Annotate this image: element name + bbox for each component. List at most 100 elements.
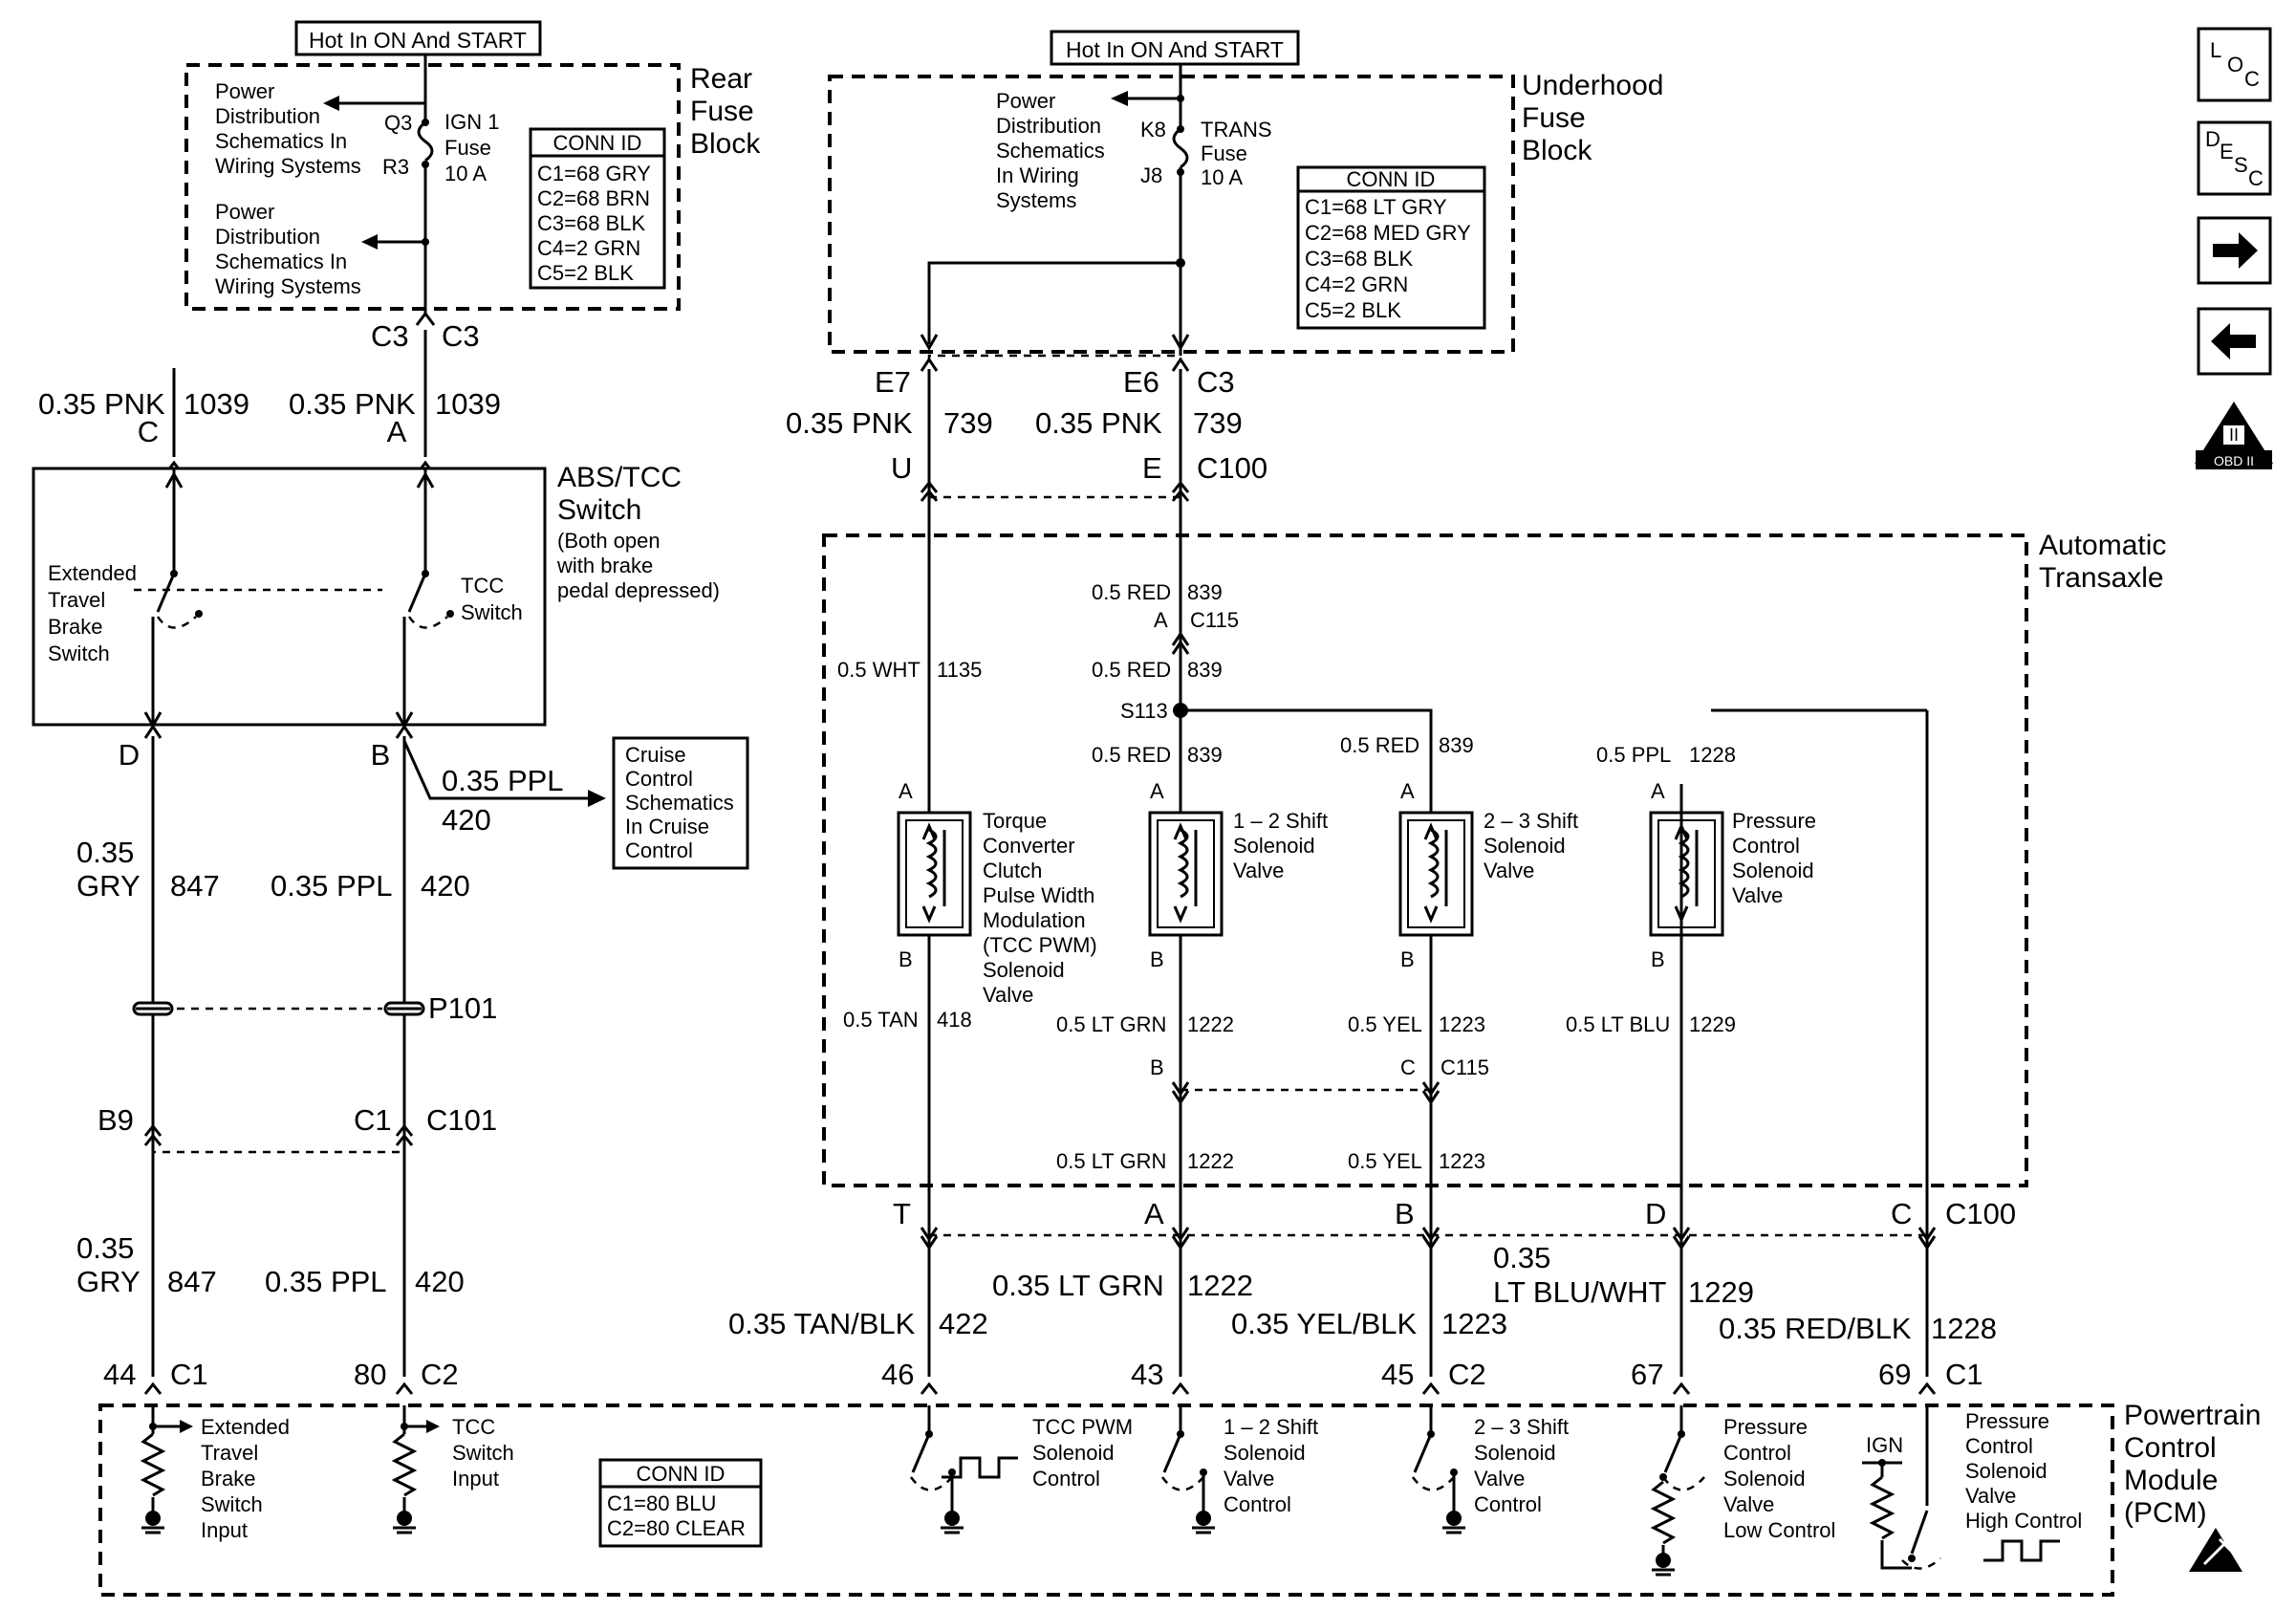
ground-icon (944, 1511, 960, 1526)
svg-text:Pressure: Pressure (1723, 1415, 1808, 1439)
svg-text:OBD II: OBD II (2214, 453, 2254, 468)
svg-text:GRY: GRY (76, 1265, 141, 1298)
underhood-fuse-block-outline (828, 75, 1515, 354)
next-page-button[interactable] (2197, 216, 2272, 285)
svg-text:Power: Power (996, 89, 1055, 113)
svg-text:C3=68 BLK: C3=68 BLK (1305, 247, 1413, 271)
svg-text:839: 839 (1187, 743, 1223, 767)
svg-text:Control: Control (1732, 834, 1800, 858)
svg-text:10 A: 10 A (444, 162, 487, 185)
svg-text:Solenoid: Solenoid (1732, 859, 1814, 882)
svg-text:Solenoid: Solenoid (1723, 1467, 1806, 1490)
svg-text:0.5 RED: 0.5 RED (1340, 733, 1419, 757)
svg-text:C: C (2248, 166, 2264, 190)
svg-text:Schematics: Schematics (996, 139, 1105, 163)
svg-text:Solenoid: Solenoid (983, 958, 1065, 982)
svg-text:C1: C1 (354, 1103, 392, 1137)
svg-text:TRANS: TRANS (1201, 118, 1272, 141)
arrow-right-icon (426, 1420, 440, 1433)
c100-bottom-connector: T A B D C C100 0.35 LT GRN 1222 0.35 LT … (728, 1197, 2016, 1395)
svg-text:46: 46 (881, 1358, 914, 1391)
svg-text:Wiring Systems: Wiring Systems (215, 274, 361, 298)
svg-text:IGN: IGN (1866, 1433, 1903, 1457)
desc-button[interactable]: D E S C (2197, 120, 2272, 196)
svg-text:Schematics: Schematics (625, 791, 734, 815)
svg-text:Valve: Valve (1233, 859, 1284, 882)
svg-text:C3: C3 (442, 319, 480, 353)
svg-text:C5=2 BLK: C5=2 BLK (1305, 298, 1401, 322)
underhood-conn-id-box (1296, 165, 1486, 330)
wire-1039: 0.35 PNK 1039 0.35 PNK 1039 (38, 330, 501, 457)
arrow-left-icon (2211, 323, 2256, 359)
svg-text:Input: Input (452, 1467, 499, 1490)
svg-text:839: 839 (1439, 733, 1474, 757)
svg-text:C5=2 BLK: C5=2 BLK (537, 261, 634, 285)
svg-text:739: 739 (1193, 406, 1243, 440)
svg-text:Hot In ON And START: Hot In ON And START (1066, 37, 1284, 62)
ground-icon (1446, 1511, 1462, 1526)
svg-text:1228: 1228 (1931, 1312, 1997, 1345)
ground-icon (145, 1511, 161, 1526)
rear-fuse-title-3: Block (690, 128, 761, 160)
loc-button[interactable]: L O C (2197, 27, 2272, 102)
svg-text:Clutch: Clutch (983, 859, 1042, 882)
svg-text:0.5 RED: 0.5 RED (1092, 743, 1171, 767)
svg-text:C101: C101 (426, 1103, 497, 1137)
svg-text:1228: 1228 (1689, 743, 1736, 767)
prev-page-button[interactable] (2197, 307, 2272, 376)
svg-text:1 – 2 Shift: 1 – 2 Shift (1233, 809, 1328, 833)
svg-text:Control: Control (1224, 1492, 1291, 1516)
svg-text:C1: C1 (170, 1358, 208, 1391)
svg-text:O: O (2227, 53, 2243, 76)
svg-text:pedal depressed): pedal depressed) (557, 578, 720, 602)
svg-text:0.5 LT GRN: 0.5 LT GRN (1056, 1149, 1166, 1173)
svg-text:Valve: Valve (1723, 1492, 1774, 1516)
svg-text:1222: 1222 (1187, 1149, 1234, 1173)
svg-text:S: S (2234, 153, 2248, 177)
svg-text:Valve: Valve (983, 983, 1033, 1007)
svg-text:Modulation: Modulation (983, 908, 1086, 932)
arrow-right-icon (2213, 232, 2258, 269)
svg-text:847: 847 (167, 1265, 217, 1298)
rear-fuse-title-2: Fuse (690, 96, 754, 127)
underhood-fuse-block: Hot In ON And START Underhood Fuse Block… (828, 30, 1663, 356)
svg-text:0.35 PPL: 0.35 PPL (271, 869, 393, 903)
svg-text:839: 839 (1187, 658, 1223, 682)
svg-text:C100: C100 (1197, 451, 1267, 485)
svg-text:420: 420 (421, 869, 470, 903)
svg-text:J8: J8 (1140, 163, 1162, 187)
svg-text:0.35 PNK: 0.35 PNK (1035, 406, 1162, 440)
svg-text:0.5 LT GRN: 0.5 LT GRN (1056, 1012, 1166, 1036)
coil-icon (1427, 828, 1440, 899)
svg-text:0.35 PNK: 0.35 PNK (289, 387, 416, 421)
svg-text:Fuse: Fuse (1522, 102, 1586, 134)
obd-ii-button[interactable]: II OBD II (2195, 402, 2273, 469)
svg-text:B: B (1150, 947, 1164, 971)
svg-text:C4=2 GRN: C4=2 GRN (537, 236, 640, 260)
svg-text:A: A (1651, 779, 1665, 803)
svg-text:C2=68 MED GRY: C2=68 MED GRY (1305, 221, 1471, 245)
svg-text:2 – 3 Shift: 2 – 3 Shift (1484, 809, 1578, 833)
svg-text:A: A (1144, 1197, 1164, 1230)
svg-text:(Both open: (Both open (557, 529, 661, 553)
resistor-icon (1869, 1475, 1895, 1540)
svg-text:1223: 1223 (1441, 1307, 1507, 1340)
svg-text:C3: C3 (1197, 365, 1235, 399)
svg-text:High Control: High Control (1965, 1509, 2082, 1533)
svg-text:0.35 LT GRN: 0.35 LT GRN (992, 1269, 1164, 1302)
svg-text:Control: Control (1723, 1441, 1791, 1465)
resistor-icon (1650, 1480, 1677, 1545)
svg-text:Switch: Switch (48, 642, 110, 665)
cruise-ref-box (612, 736, 749, 870)
pressure-control-solenoid: Pressure Control Solenoid Valve (1649, 809, 1816, 937)
arrow-left-icon (1111, 91, 1128, 106)
svg-text:0.5 TAN: 0.5 TAN (843, 1008, 919, 1032)
svg-text:CONN ID: CONN ID (553, 131, 642, 155)
svg-text:LT BLU/WHT: LT BLU/WHT (1493, 1275, 1666, 1309)
rear-fuse-title-1: Rear (690, 63, 752, 95)
pcs-high-control-circuit: IGN Pressure Control Solenoid Valve High… (1862, 1405, 2082, 1570)
svg-text:1229: 1229 (1689, 1012, 1736, 1036)
svg-text:D: D (1645, 1197, 1666, 1230)
coil-icon (925, 828, 938, 899)
svg-text:0.35 RED/BLK: 0.35 RED/BLK (1719, 1312, 1912, 1345)
